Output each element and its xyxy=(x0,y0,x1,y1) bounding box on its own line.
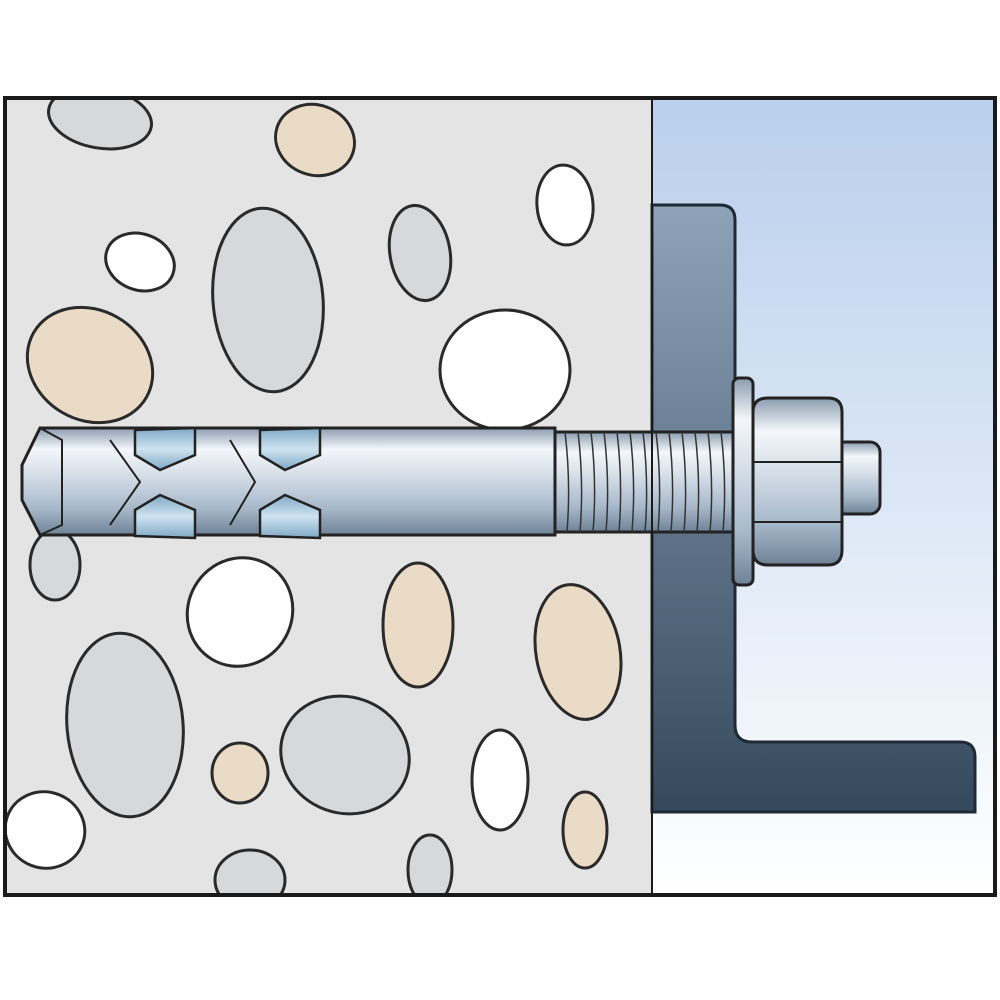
aggregate-stone xyxy=(185,556,295,668)
anchor-bolt xyxy=(20,376,882,587)
aggregate-stone xyxy=(535,163,595,247)
aggregate-stone xyxy=(25,305,155,425)
aggregate-stone xyxy=(211,206,325,394)
aggregate-stone xyxy=(561,790,609,870)
steel-angle-bracket xyxy=(650,203,977,814)
thread-line xyxy=(629,431,635,533)
thread-line xyxy=(564,431,570,533)
aggregate-stone xyxy=(387,203,453,303)
frame-border xyxy=(3,96,997,897)
expansion-clip xyxy=(109,426,322,540)
thread-line xyxy=(642,431,648,533)
thread-line xyxy=(694,431,700,533)
aggregate-stones xyxy=(5,98,623,895)
aggregate-stone xyxy=(104,231,176,293)
aggregate-stone xyxy=(533,583,623,721)
thread-line xyxy=(681,431,687,533)
washer xyxy=(731,376,755,587)
aggregate-stone xyxy=(470,728,530,832)
thread-line xyxy=(577,431,583,533)
aggregate-stone xyxy=(65,631,185,819)
thread-line xyxy=(707,431,713,533)
aggregate-stone xyxy=(5,790,87,870)
aggregate-stone xyxy=(28,528,82,602)
hex-nut xyxy=(751,396,844,567)
aggregate-stone xyxy=(274,102,356,178)
aggregate-stone xyxy=(47,98,153,151)
thread-line xyxy=(616,431,622,533)
thread-line xyxy=(603,431,609,533)
aggregate-stone xyxy=(406,833,454,895)
thread-line xyxy=(668,431,674,533)
thread-line xyxy=(720,431,726,533)
thread-line xyxy=(590,431,596,533)
aggregate-stone xyxy=(213,848,287,895)
aggregate-stone xyxy=(381,561,455,689)
aggregate-stone xyxy=(438,308,572,432)
aggregate-stone xyxy=(279,694,411,816)
aggregate-stone xyxy=(210,741,270,805)
thread-line xyxy=(655,431,661,533)
